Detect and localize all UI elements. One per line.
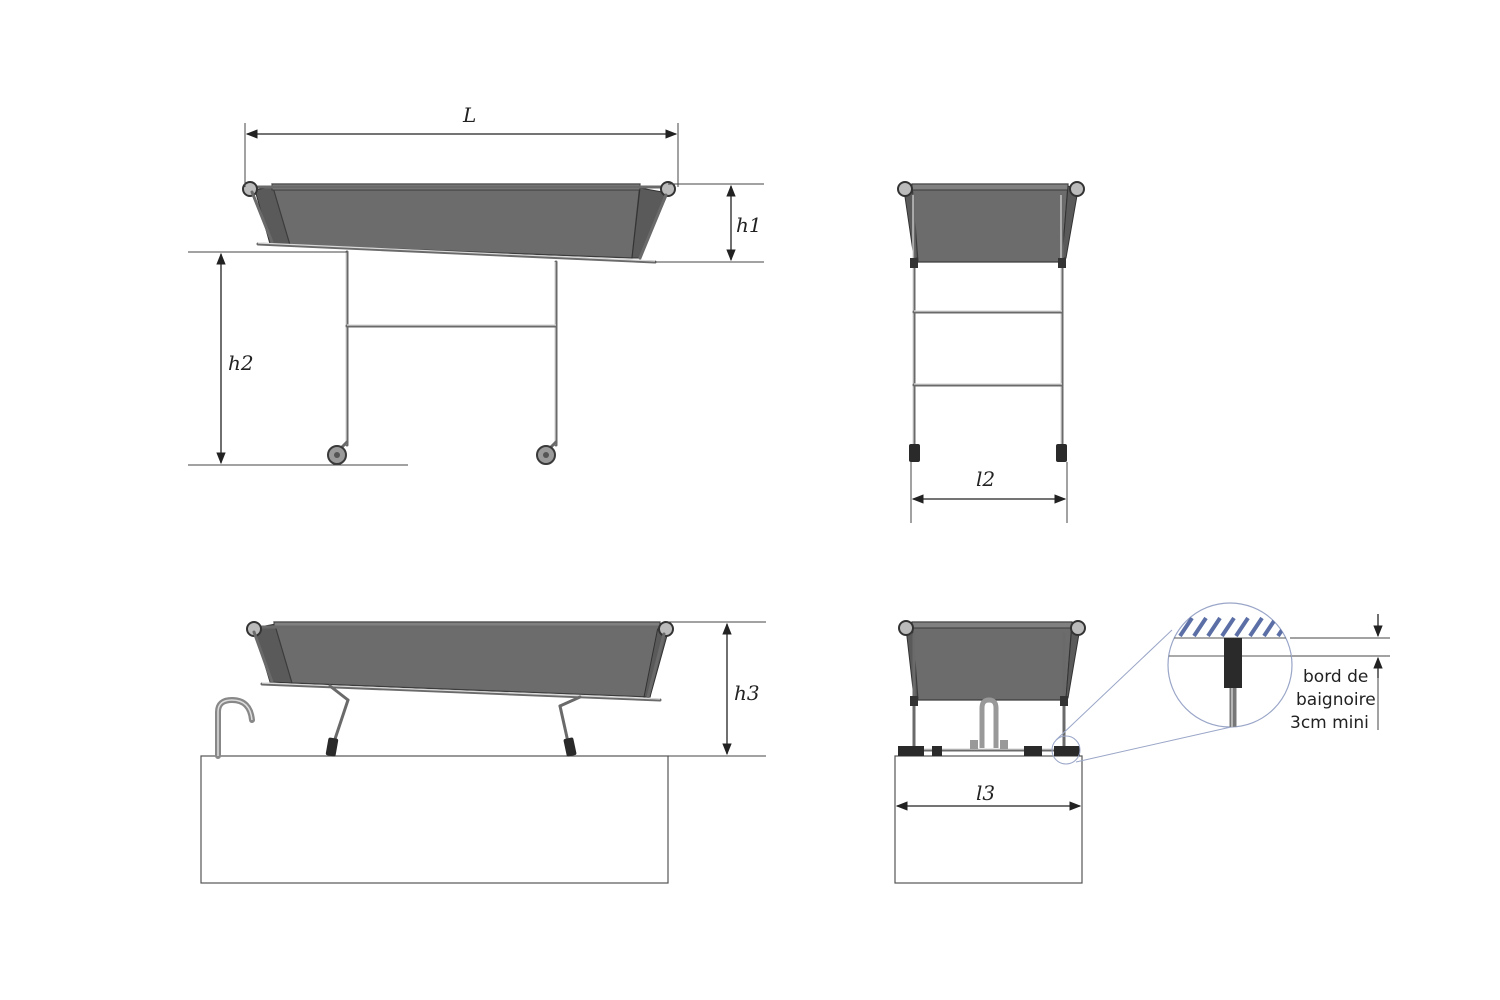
dimension-label-h2: h2 [228, 351, 254, 375]
bathtub [200, 755, 669, 884]
bathtub-end [894, 755, 1083, 884]
wheel-icon [1056, 444, 1067, 462]
note-line-2: baignoire [1296, 690, 1376, 710]
end-view-bathtub: l3 [894, 620, 1241, 884]
hinge-icon [898, 620, 914, 636]
faucet-icon [215, 696, 255, 759]
side-view-stand: L h1 h2 [188, 103, 764, 466]
hinge-icon [897, 181, 913, 197]
tray-body-bath-end [911, 621, 1073, 701]
dimension-label-L: L [462, 103, 476, 127]
note-line-3: 3cm mini [1290, 713, 1369, 733]
tray-body-end [911, 183, 1069, 263]
hinge-icon [1070, 620, 1086, 636]
dimension-label-l3: l3 [976, 781, 995, 805]
dimension-label-h3: h3 [734, 681, 760, 705]
note-line-1: bord de [1303, 667, 1368, 687]
rubber-foot-icon [1224, 638, 1242, 688]
side-view-bathtub: h3 [200, 621, 766, 884]
zoom-detail: bord de baignoire 3cm mini [1167, 602, 1390, 733]
hinge-icon [658, 621, 674, 637]
dimension-label-h1: h1 [736, 213, 762, 237]
wheel-icon [909, 444, 920, 462]
end-view-stand: l2 [897, 181, 1085, 523]
hinge-icon [1069, 181, 1085, 197]
rubber-foot-icon [325, 737, 339, 757]
dimension-label-l2: l2 [976, 467, 995, 491]
hinge-icon [660, 181, 676, 197]
faucet-icon [979, 697, 999, 748]
rubber-foot-icon [563, 737, 577, 757]
detail-marker [1051, 735, 1081, 765]
